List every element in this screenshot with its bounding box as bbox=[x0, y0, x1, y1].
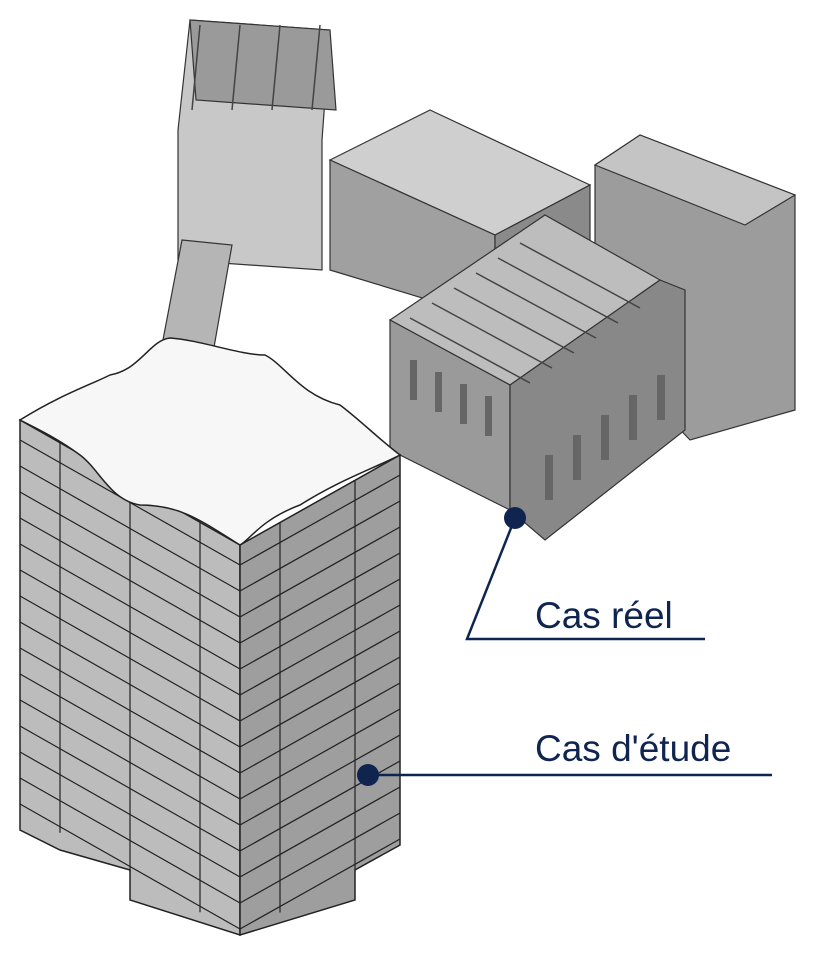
tower-floor-line bbox=[239, 604, 401, 696]
window bbox=[573, 435, 581, 480]
tower-floor-line bbox=[239, 500, 401, 592]
roof-truss bbox=[519, 242, 641, 309]
tower-floor-line bbox=[239, 786, 401, 878]
tower-floor-line bbox=[239, 656, 401, 748]
study-case-marker bbox=[357, 764, 379, 786]
window bbox=[629, 395, 637, 440]
tower-floor-line bbox=[239, 838, 401, 930]
window bbox=[410, 360, 417, 400]
roof-truss bbox=[475, 272, 597, 339]
callouts bbox=[368, 517, 772, 777]
tower-floor-line bbox=[239, 630, 401, 722]
tower-floor-line bbox=[239, 578, 401, 670]
roof-truss bbox=[453, 287, 575, 354]
study-case-tower bbox=[18, 337, 402, 937]
window bbox=[485, 396, 492, 436]
tower-roof-slab bbox=[18, 337, 402, 546]
real-case-leader-line bbox=[465, 517, 705, 641]
window bbox=[545, 455, 553, 500]
tower-floor-line bbox=[239, 734, 401, 826]
tower-floor-line bbox=[239, 526, 401, 618]
roof-truss bbox=[271, 24, 281, 111]
tower-floor-line bbox=[239, 474, 401, 566]
real-case-label: Cas réel bbox=[535, 595, 673, 636]
roof-truss bbox=[191, 24, 201, 111]
roof-truss bbox=[431, 302, 553, 369]
tall-block-roof bbox=[189, 19, 337, 111]
window bbox=[601, 415, 609, 460]
real-case-marker bbox=[504, 507, 526, 529]
tower-floor-line bbox=[239, 552, 401, 644]
roof-truss bbox=[409, 317, 531, 384]
window bbox=[460, 384, 467, 424]
right-annex-top bbox=[593, 134, 797, 226]
roof-truss bbox=[497, 257, 619, 324]
window bbox=[657, 375, 665, 420]
tower-floor-line bbox=[239, 708, 401, 800]
roof-truss bbox=[231, 24, 241, 111]
roof-truss bbox=[311, 24, 321, 111]
tower-floor-line bbox=[239, 812, 401, 904]
tower-floor-line bbox=[239, 682, 401, 774]
window bbox=[435, 372, 442, 412]
study-case-label: Cas d'étude bbox=[535, 728, 732, 769]
